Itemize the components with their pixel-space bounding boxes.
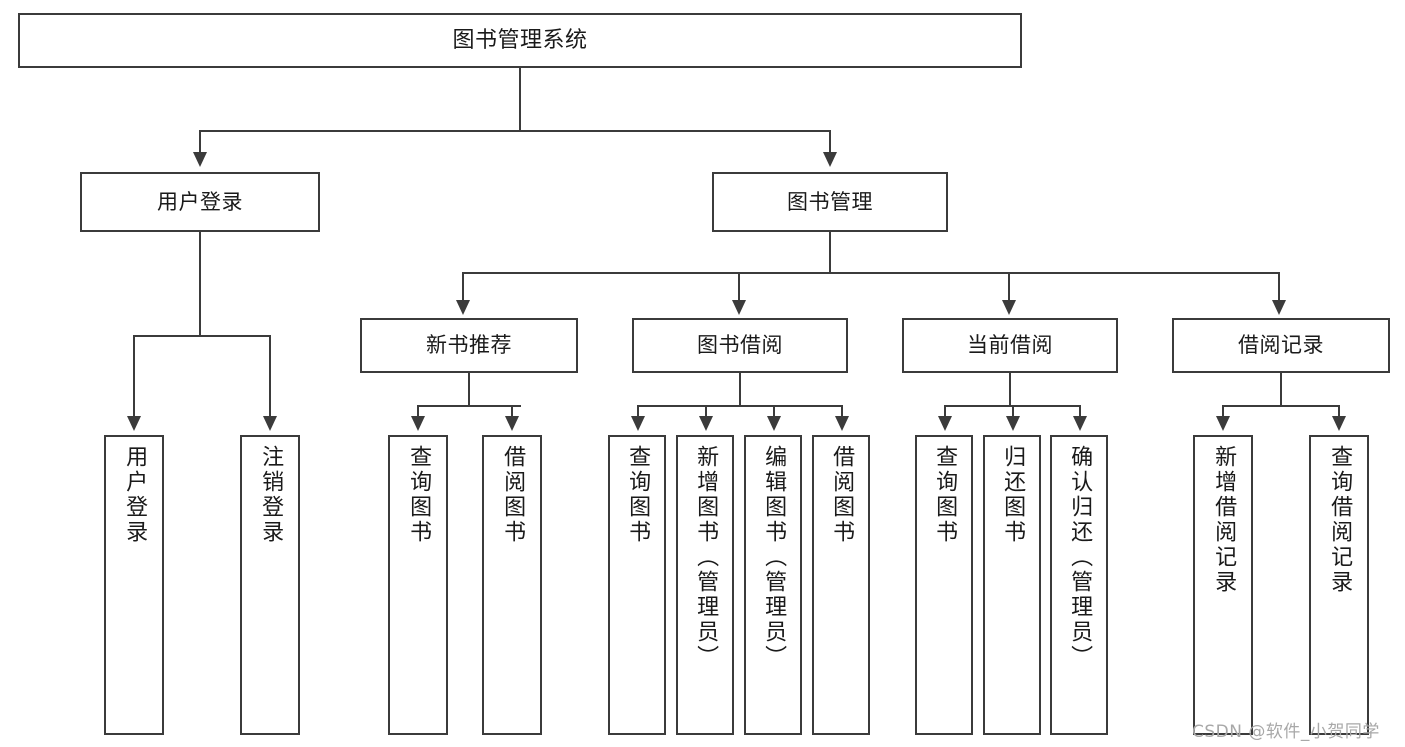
connector-book-borrow-leaf2 bbox=[705, 405, 707, 417]
connector-book-mgmt-to-borrow-record bbox=[1278, 272, 1280, 301]
leaf-label: 确认归还（管理员） bbox=[1067, 445, 1093, 670]
connector-user-login-stem bbox=[199, 232, 201, 336]
arrowhead-current-borrow bbox=[1002, 300, 1016, 315]
leaf-query-book-current[interactable]: 查询图书 bbox=[915, 435, 973, 735]
connector-user-login-leaf2 bbox=[269, 335, 271, 417]
connector-borrow-record-bar bbox=[1222, 405, 1340, 407]
connector-current-borrow-leaf3 bbox=[1079, 405, 1081, 417]
leaf-borrow-book[interactable]: 借阅图书 bbox=[812, 435, 870, 735]
leaf-label: 新增图书（管理员） bbox=[693, 445, 719, 670]
arrowhead-book-management bbox=[823, 152, 837, 167]
connector-current-borrow-stem bbox=[1009, 373, 1011, 406]
node-label: 图书管理 bbox=[787, 189, 873, 214]
connector-root-stem bbox=[519, 68, 521, 131]
node-book-management-system[interactable]: 图书管理系统 bbox=[18, 13, 1022, 68]
node-label: 用户登录 bbox=[157, 189, 243, 214]
arrowhead-leaf-borrow-book-nb bbox=[505, 416, 519, 431]
connector-book-mgmt-to-new-book bbox=[462, 272, 464, 301]
connector-borrow-record-leaf2 bbox=[1338, 405, 1340, 417]
arrowhead-new-book-recommend bbox=[456, 300, 470, 315]
connector-book-mgmt-bar bbox=[462, 272, 1280, 274]
leaf-label: 注销登录 bbox=[258, 445, 284, 545]
node-book-management[interactable]: 图书管理 bbox=[712, 172, 948, 232]
leaf-label: 查询借阅记录 bbox=[1327, 445, 1353, 595]
leaf-label: 归还图书 bbox=[1000, 445, 1026, 545]
leaf-edit-book-admin[interactable]: 编辑图书（管理员） bbox=[744, 435, 802, 735]
arrowhead-leaf-query-book-nb bbox=[411, 416, 425, 431]
arrowhead-leaf-borrow-book-bb bbox=[835, 416, 849, 431]
arrowhead-leaf-add-book bbox=[699, 416, 713, 431]
leaf-add-book-admin[interactable]: 新增图书（管理员） bbox=[676, 435, 734, 735]
arrowhead-leaf-logout bbox=[263, 416, 277, 431]
arrowhead-leaf-add-record bbox=[1216, 416, 1230, 431]
connector-book-mgmt-stem bbox=[829, 232, 831, 273]
leaf-label: 借阅图书 bbox=[500, 445, 526, 545]
arrowhead-leaf-edit-book bbox=[767, 416, 781, 431]
node-new-book-recommend[interactable]: 新书推荐 bbox=[360, 318, 578, 373]
connector-book-borrow-leaf4 bbox=[841, 405, 843, 417]
node-label: 借阅记录 bbox=[1238, 333, 1324, 358]
leaf-label: 查询图书 bbox=[932, 445, 958, 545]
node-book-borrow[interactable]: 图书借阅 bbox=[632, 318, 848, 373]
arrowhead-leaf-query-book-cb bbox=[938, 416, 952, 431]
connector-borrow-record-stem bbox=[1280, 373, 1282, 406]
connector-book-mgmt-to-book-borrow bbox=[738, 272, 740, 301]
arrowhead-leaf-query-record bbox=[1332, 416, 1346, 431]
leaf-borrow-book-new-recommend[interactable]: 借阅图书 bbox=[482, 435, 542, 735]
node-user-login[interactable]: 用户登录 bbox=[80, 172, 320, 232]
connector-book-borrow-stem bbox=[739, 373, 741, 406]
connector-current-borrow-leaf2 bbox=[1012, 405, 1014, 417]
connector-book-borrow-leaf1 bbox=[637, 405, 639, 417]
connector-book-borrow-leaf3 bbox=[773, 405, 775, 417]
leaf-label: 查询图书 bbox=[625, 445, 651, 545]
arrowhead-book-borrow bbox=[732, 300, 746, 315]
connector-root-bar bbox=[199, 130, 831, 132]
arrowhead-leaf-user-login bbox=[127, 416, 141, 431]
arrowhead-leaf-confirm-return bbox=[1073, 416, 1087, 431]
connector-borrow-record-leaf1 bbox=[1222, 405, 1224, 417]
leaf-query-book-borrow[interactable]: 查询图书 bbox=[608, 435, 666, 735]
arrowhead-leaf-return-book bbox=[1006, 416, 1020, 431]
leaf-add-borrow-record[interactable]: 新增借阅记录 bbox=[1193, 435, 1253, 735]
leaf-user-login[interactable]: 用户登录 bbox=[104, 435, 164, 735]
connector-current-borrow-leaf1 bbox=[944, 405, 946, 417]
leaf-label: 查询图书 bbox=[406, 445, 432, 545]
connector-book-borrow-bar bbox=[637, 405, 843, 407]
arrowhead-user-login bbox=[193, 152, 207, 167]
connector-user-login-bar bbox=[133, 335, 270, 337]
node-current-borrow[interactable]: 当前借阅 bbox=[902, 318, 1118, 373]
connector-new-book-leaf1 bbox=[417, 405, 419, 417]
leaf-query-borrow-record[interactable]: 查询借阅记录 bbox=[1309, 435, 1369, 735]
leaf-label: 新增借阅记录 bbox=[1211, 445, 1237, 595]
node-label: 图书管理系统 bbox=[452, 27, 588, 53]
connector-new-book-stem bbox=[468, 373, 470, 406]
connector-root-to-book-management bbox=[829, 130, 831, 154]
leaf-label: 借阅图书 bbox=[829, 445, 855, 545]
node-label: 新书推荐 bbox=[426, 333, 512, 358]
leaf-return-book[interactable]: 归还图书 bbox=[983, 435, 1041, 735]
connector-book-mgmt-to-current-borrow bbox=[1008, 272, 1010, 301]
leaf-confirm-return-admin[interactable]: 确认归还（管理员） bbox=[1050, 435, 1108, 735]
leaf-label: 用户登录 bbox=[122, 445, 148, 545]
connector-root-to-user-login bbox=[199, 130, 201, 154]
connector-user-login-leaf1 bbox=[133, 335, 135, 417]
leaf-query-book-new-recommend[interactable]: 查询图书 bbox=[388, 435, 448, 735]
node-borrow-record[interactable]: 借阅记录 bbox=[1172, 318, 1390, 373]
arrowhead-borrow-record bbox=[1272, 300, 1286, 315]
node-label: 图书借阅 bbox=[697, 333, 783, 358]
node-label: 当前借阅 bbox=[967, 333, 1053, 358]
connector-new-book-leaf2 bbox=[511, 405, 513, 417]
arrowhead-leaf-query-book-bb bbox=[631, 416, 645, 431]
leaf-label: 编辑图书（管理员） bbox=[761, 445, 787, 670]
connector-new-book-bar bbox=[417, 405, 521, 407]
leaf-logout[interactable]: 注销登录 bbox=[240, 435, 300, 735]
